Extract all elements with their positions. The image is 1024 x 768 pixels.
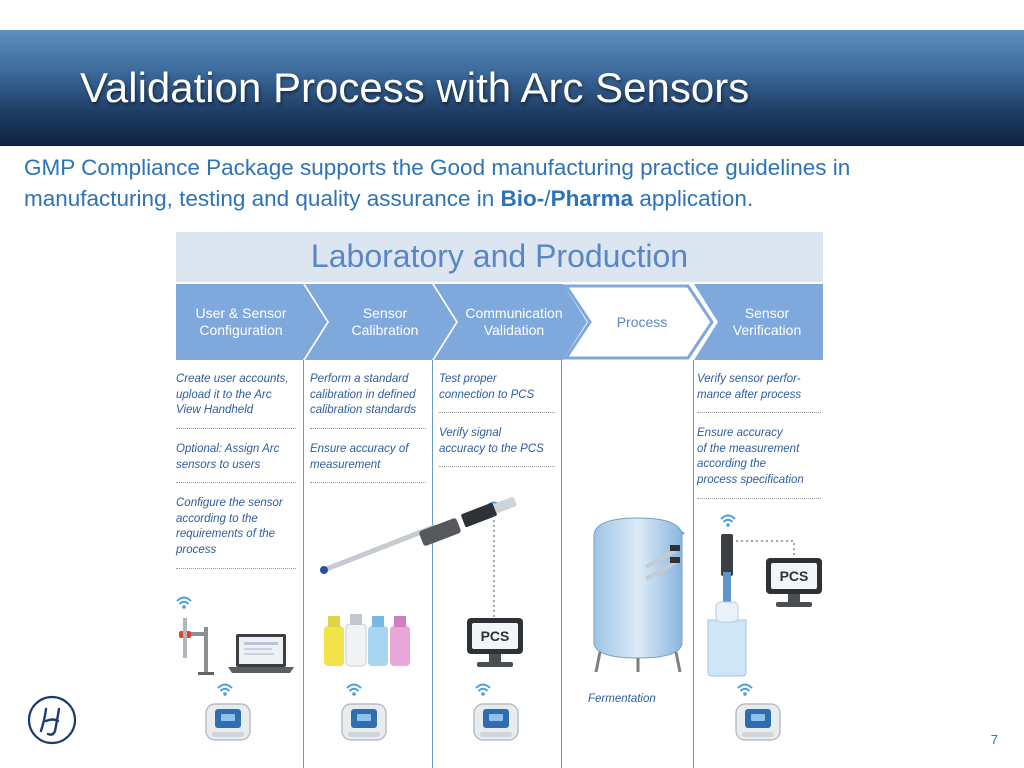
dotted-separator [697, 412, 821, 413]
step-shape-3 [434, 284, 587, 360]
pcs-label: PCS [779, 568, 809, 584]
step-sensor-calibration: Sensor Calibration [351, 305, 419, 338]
dotted-separator [176, 482, 296, 483]
note-configure-sensor: Configure the sensor according to the re… [176, 497, 283, 556]
pcs-label: PCS [480, 628, 510, 644]
step-sensor-verification: Sensor Verification [732, 305, 802, 338]
buffer-bottles-icon [324, 614, 410, 667]
note-verify-signal: Verify signal accuracy to the PCS [439, 427, 544, 455]
note-test-connection: Test proper connection to PCS [439, 373, 535, 401]
intro-text-after: application. [633, 186, 754, 211]
step-user-sensor-config: User & Sensor Configuration [195, 305, 287, 338]
note-standard-calibration: Perform a standard calibration in define… [310, 373, 417, 416]
note-ensure-accuracy-spec: Ensure accuracy of the measurement accor… [697, 427, 804, 486]
handheld-device-icon [205, 703, 251, 741]
process-diagram: Laboratory and Production User & Sensor … [176, 232, 823, 768]
pcs-monitor-icon [766, 558, 822, 607]
note-assign-sensors: Optional: Assign Arc sensors to users [176, 443, 280, 471]
wifi-icon [720, 514, 736, 528]
step-shape-2 [305, 284, 456, 360]
wifi-icon [217, 683, 233, 697]
intro-paragraph: GMP Compliance Package supports the Good… [24, 152, 994, 214]
sensor-beaker-icon [707, 534, 747, 677]
column-divider [561, 360, 562, 768]
handheld-device-icon [735, 703, 781, 741]
intro-bold-bio: Bio- [500, 186, 545, 211]
dotted-separator [697, 498, 821, 499]
slide-title: Validation Process with Arc Sensors [80, 64, 750, 111]
ph-sensor-icon [320, 496, 517, 574]
handheld-device-icon [473, 703, 519, 741]
step-process: Process [616, 313, 668, 330]
illustrations-layer [176, 496, 822, 741]
note-create-user-accounts: Create user accounts, upload it to the A… [176, 373, 289, 416]
laptop-icon [228, 634, 294, 673]
note-verify-performance: Verify sensor perfor- mance after proces… [697, 373, 802, 401]
wifi-icon [475, 683, 491, 697]
column-divider [303, 360, 304, 768]
fermentation-label: Fermentation [588, 693, 656, 705]
intro-bold-pharma: Pharma [550, 186, 634, 211]
wifi-icon [737, 683, 753, 697]
column-divider [432, 360, 433, 768]
step-communication-validation: Communication Validation [465, 305, 563, 338]
dotted-separator [176, 428, 296, 429]
wifi-icon [346, 683, 362, 697]
dotted-separator [176, 568, 296, 569]
step-shape-4 [563, 284, 714, 360]
dotted-separator [310, 428, 426, 429]
steps-chevron-band [176, 284, 823, 360]
panel-header: Laboratory and Production [176, 232, 823, 282]
intro-text-before: GMP Compliance Package supports the Good… [24, 155, 851, 211]
intro-slash: / [544, 186, 551, 211]
note-ensure-accuracy: Ensure accuracy of measurement [310, 443, 409, 471]
wifi-icon [176, 596, 192, 610]
step-shape-5 [694, 284, 823, 360]
column-divider [693, 360, 694, 768]
handheld-device-icon [341, 703, 387, 741]
panel-title: Laboratory and Production [310, 238, 689, 274]
dotted-separator [310, 482, 426, 483]
company-logo-icon [27, 695, 77, 745]
dotted-separator [439, 466, 555, 467]
step-shape-1 [176, 284, 327, 360]
fermentation-tank-icon [593, 517, 683, 673]
title-bar: Validation Process with Arc Sensors [0, 30, 1024, 146]
sensor-stand-icon [179, 618, 214, 675]
dotted-separator [439, 412, 555, 413]
pcs-monitor-icon [467, 618, 523, 667]
page-number: 7 [990, 732, 998, 747]
